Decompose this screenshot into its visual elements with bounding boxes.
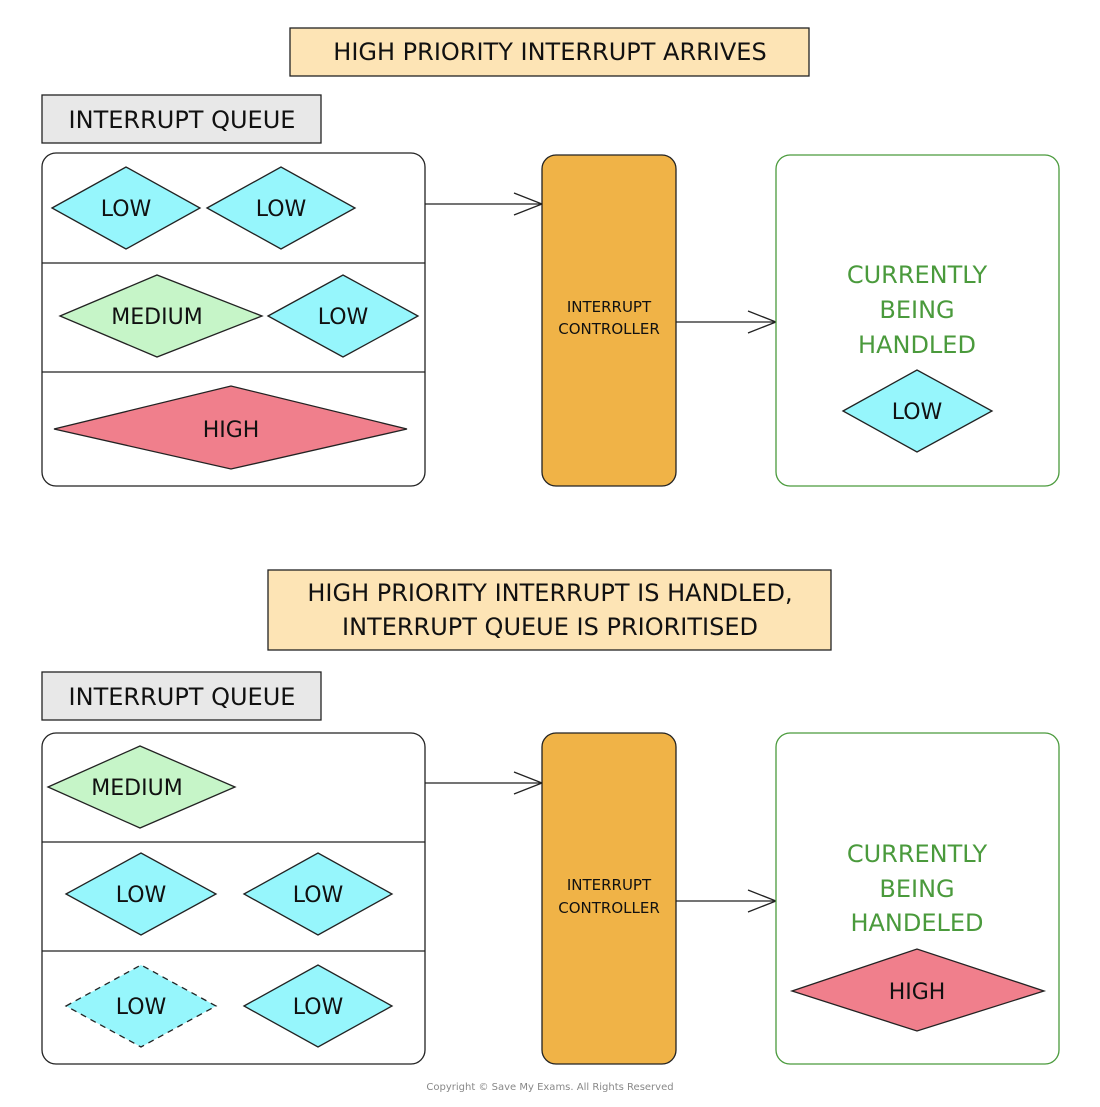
copyright-text: Copyright © Save My Exams. All Rights Re… <box>426 1082 673 1093</box>
top-row1-low-diamond-2 <box>205 166 357 250</box>
bottom-handled-item-label: HIGH <box>889 980 946 1005</box>
bottom-row2-label-2: LOW <box>293 883 344 908</box>
bottom-interrupt-controller <box>541 732 677 1065</box>
top-row1-label-2: LOW <box>256 197 307 222</box>
bottom-banner-line2: INTERRUPT QUEUE IS PRIORITISED <box>342 613 758 641</box>
top-banner <box>289 27 810 77</box>
top-banner-text: HIGH PRIORITY INTERRUPT ARRIVES <box>333 38 766 66</box>
top-queue-label <box>41 94 322 144</box>
top-controller-line1: INTERRUPT <box>567 298 652 316</box>
bottom-row3-label-2: LOW <box>293 995 344 1020</box>
top-handled-item-label: LOW <box>892 400 943 425</box>
bottom-controller-line1: INTERRUPT <box>567 876 652 894</box>
top-handled-panel <box>775 154 1060 487</box>
bottom-queue-label <box>41 671 322 721</box>
top-row3-label-1: HIGH <box>203 418 260 443</box>
bottom-handled-line3: HANDELED <box>850 909 983 937</box>
top-row1-label-1: LOW <box>101 197 152 222</box>
bottom-handled-line2: BEING <box>879 875 954 903</box>
top-handled-line1: CURRENTLY <box>847 261 988 289</box>
bottom-row3-low-diamond-2 <box>242 964 394 1048</box>
top-handled-low-diamond <box>841 369 994 453</box>
top-handled-line2: BEING <box>879 296 954 324</box>
bottom-banner <box>267 569 832 651</box>
top-row2-medium-diamond <box>58 274 264 358</box>
bottom-handled-high-diamond <box>789 948 1047 1032</box>
top-handled-line3: HANDLED <box>858 331 976 359</box>
bottom-row3-low-diamond-dashed <box>64 964 218 1048</box>
bottom-banner-line1: HIGH PRIORITY INTERRUPT IS HANDLED, <box>307 579 792 607</box>
bottom-row2-low-diamond-2 <box>242 852 394 936</box>
bottom-row3-label-1: LOW <box>116 995 167 1020</box>
bottom-row2-label-1: LOW <box>116 883 167 908</box>
top-controller-line2: CONTROLLER <box>558 320 660 338</box>
bottom-handled-line1: CURRENTLY <box>847 840 988 868</box>
top-section: HIGH PRIORITY INTERRUPT ARRIVES INTERRUP… <box>41 27 1060 487</box>
top-queue-label-text: INTERRUPT QUEUE <box>69 106 296 134</box>
bottom-row1-label-1: MEDIUM <box>91 776 182 801</box>
top-row2-label-2: LOW <box>318 305 369 330</box>
top-row1-low-diamond-1 <box>50 166 202 250</box>
bottom-section: HIGH PRIORITY INTERRUPT IS HANDLED, INTE… <box>41 569 1060 1065</box>
top-row2-low-diamond <box>266 274 420 358</box>
bottom-queue-label-text: INTERRUPT QUEUE <box>69 683 296 711</box>
bottom-row2-low-diamond-1 <box>64 852 218 936</box>
bottom-row1-medium-diamond <box>46 745 237 829</box>
top-row2-label-1: MEDIUM <box>111 305 202 330</box>
bottom-controller-line2: CONTROLLER <box>558 899 660 917</box>
top-row3-high-diamond <box>53 385 408 470</box>
top-interrupt-controller <box>541 154 677 487</box>
